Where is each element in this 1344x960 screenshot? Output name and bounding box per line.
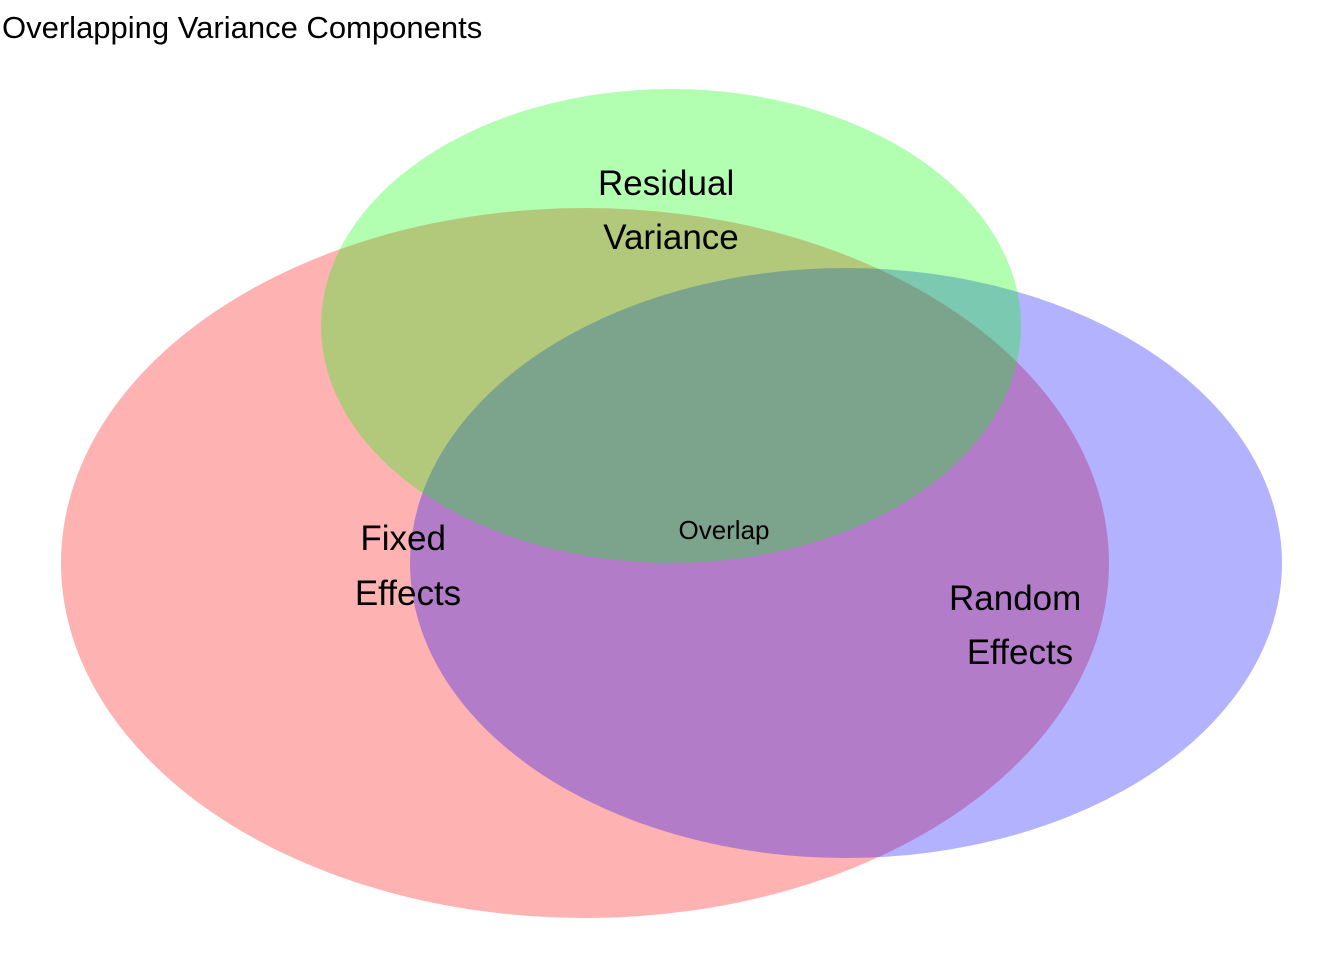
random-effects-label-line1: Random — [949, 579, 1081, 618]
fixed-effects-label-line2: Effects — [355, 574, 461, 613]
fixed-effects-label: Fixed Effects — [355, 519, 461, 613]
fixed-effects-ellipse — [61, 208, 1109, 918]
residual-variance-label-line2: Variance — [603, 218, 739, 257]
random-effects-label-line2: Effects — [967, 633, 1073, 672]
diagram-title: Overlapping Variance Components — [2, 10, 483, 45]
random-effects-ellipse — [410, 268, 1282, 858]
residual-variance-ellipse — [321, 89, 1021, 563]
random-effects-label: Random Effects — [949, 579, 1091, 672]
overlap-label: Overlap — [678, 515, 769, 545]
fixed-effects-label-line1: Fixed — [360, 519, 446, 558]
residual-variance-label-line1: Residual — [598, 164, 734, 203]
residual-variance-label: Residual Variance — [598, 164, 744, 257]
